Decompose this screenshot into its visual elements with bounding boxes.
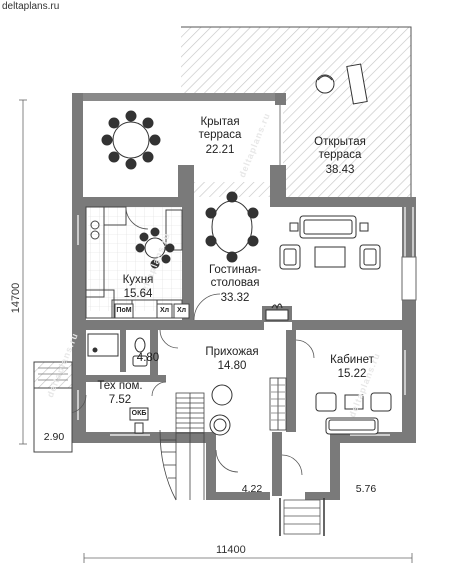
storage-annex — [33, 361, 73, 453]
room-tech-area: 7.52 — [108, 394, 132, 406]
terrace-lounger — [315, 63, 368, 105]
room-wardrobe-area: 5.76 — [355, 483, 377, 495]
boiler — [129, 407, 149, 421]
room-bathroom-area: 4.80 — [136, 352, 160, 364]
covered-terrace-structure — [72, 93, 286, 197]
dishwasher — [114, 303, 134, 319]
room-covered-terrace-area: 22.21 — [205, 144, 235, 156]
room-hall-area: 14.80 — [217, 360, 247, 372]
room-study-name: Кабинет — [330, 354, 374, 366]
site-label: deltaplans.ru — [2, 1, 60, 12]
fireplace — [265, 303, 289, 321]
room-living-dining-area: 33.32 — [220, 292, 250, 304]
room-hall-name: Прихожая — [205, 346, 259, 358]
dimension-lines — [19, 99, 413, 563]
room-living-dining-name: Гостиная- столовая — [208, 264, 262, 289]
doors — [67, 206, 315, 476]
living-furniture — [279, 215, 381, 270]
entrance-steps — [279, 498, 325, 536]
fridges — [156, 303, 190, 319]
kitchen-counters — [85, 206, 183, 319]
room-study-area: 15.22 — [337, 368, 367, 380]
room-open-terrace-area: 38.43 — [325, 164, 355, 176]
study-furniture — [315, 392, 392, 435]
dining-table — [205, 191, 259, 263]
hall-wardrobe — [269, 377, 287, 431]
room-storage-area: 2.90 — [43, 431, 65, 443]
walls — [72, 165, 416, 500]
dimension-width: 11400 — [216, 544, 246, 556]
dishwasher-label: ПоМ — [116, 307, 132, 314]
terrace-table — [101, 110, 161, 170]
hall-furniture — [209, 384, 233, 436]
room-kitchen-area: 15.64 — [123, 288, 153, 300]
bathroom-fixtures — [87, 333, 148, 367]
fridge1-label: Хл — [159, 307, 170, 314]
room-covered-terrace-name: Крытая терраса — [198, 116, 242, 141]
fridge2-label: Хл — [176, 307, 187, 314]
dimension-height: 14700 — [10, 282, 22, 314]
kitchen-table — [135, 227, 175, 269]
room-kitchen-name: Кухня — [122, 274, 154, 286]
boiler-label: ОКБ — [131, 410, 147, 417]
stairs — [159, 392, 205, 501]
windows — [77, 207, 414, 436]
room-open-terrace-name: Открытая терраса — [314, 136, 366, 161]
room-vestibule-area: 4.22 — [241, 483, 263, 495]
room-tech-name: Тех пом. — [97, 380, 143, 392]
kitchen-floor — [88, 206, 192, 311]
